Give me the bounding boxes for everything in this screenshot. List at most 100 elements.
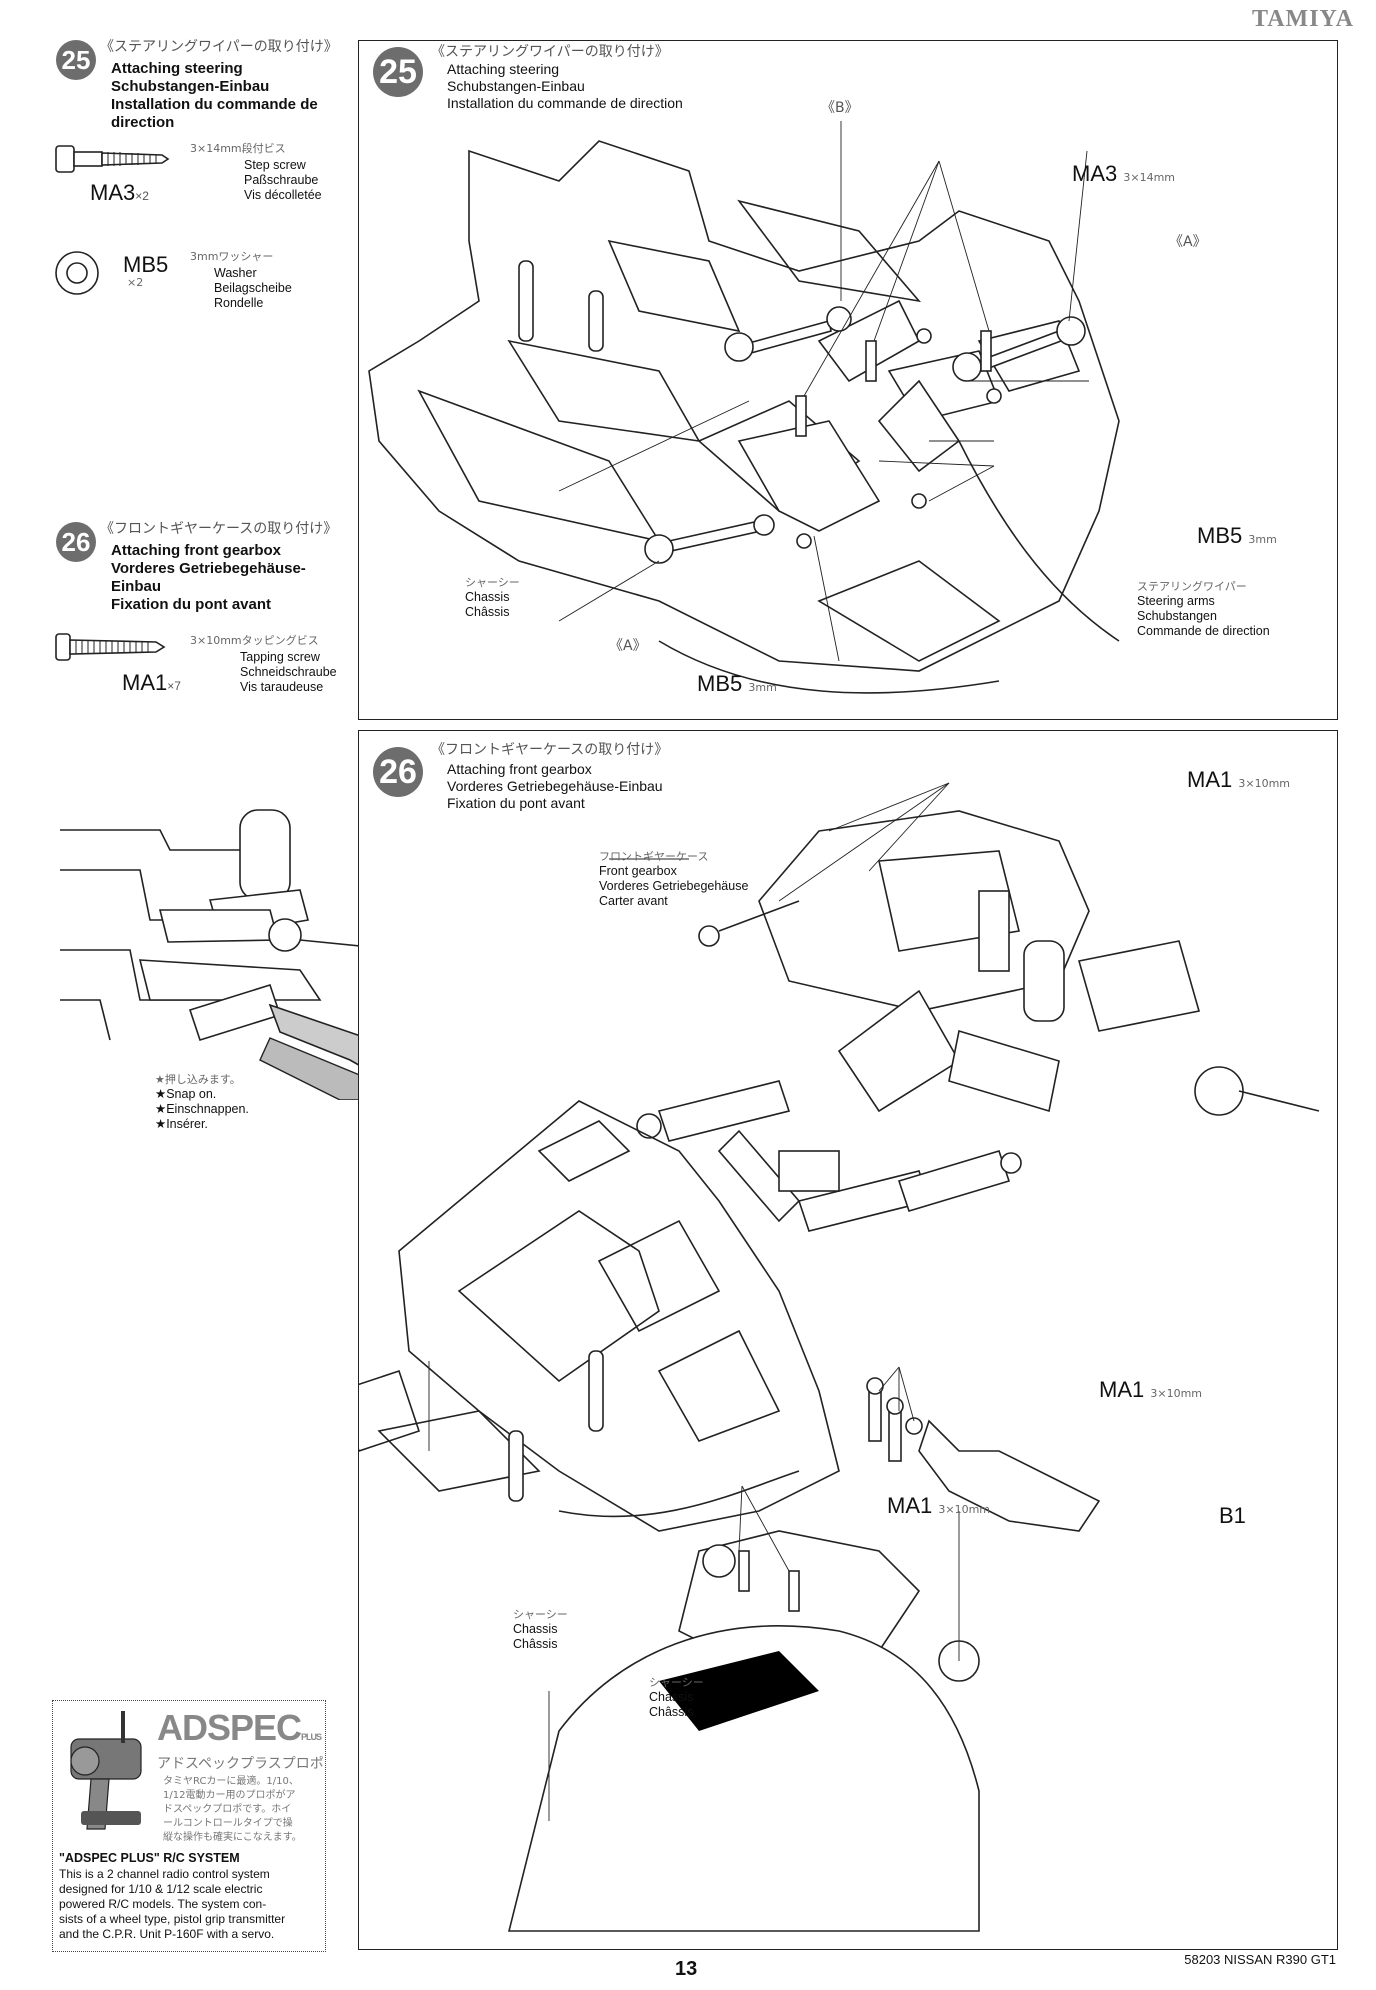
ma1-code: MA1×7 [122,670,181,696]
callout-size: 3mm [1248,533,1277,546]
label-en: Chassis [465,590,510,604]
panel-25-title: Attaching steering Schubstangen-Einbau I… [447,61,683,112]
label-en: Chassis [649,1690,694,1704]
label-a-left: 《A》 [609,638,647,654]
title-line: Vorderes Getriebegehäuse-Einbau [447,778,663,794]
title-line: Attaching steering [447,61,560,77]
snap-on-note: ★押し込みます。 ★Snap on. ★Einschnappen. ★Insér… [155,1072,249,1132]
washer-icon [55,251,99,295]
front-gearbox-label: フロントギヤーケース Front gearbox Vorderes Getrie… [599,849,748,909]
desc-en: Washer [214,266,257,280]
label-jp: フロントギヤーケース [599,850,709,863]
mb5-callout-bottom: MB5 3mm [697,671,777,697]
jp-line: タミヤRCカーに最適。1/10、 [163,1776,299,1787]
label-jp: シャーシー [649,1676,704,1689]
label-jp: シャーシー [513,1608,568,1621]
logo-plus: PLUS [301,1732,322,1742]
label-fr: Châssis [465,605,510,619]
b1-callout: B1 [1219,1503,1246,1528]
desc-fr: Vis décolletée [244,188,322,202]
body-line: powered R/C models. The system con- [59,1897,267,1911]
mb5-desc: Washer Beilagscheibe Rondelle [214,266,292,311]
label-jp: ステアリングワイパー [1137,580,1247,593]
step-25-title: Attaching steering Schubstangen-Einbau I… [111,60,351,132]
callout-code: MB5 [697,671,743,696]
logo-text: ADSPEC [157,1707,302,1748]
callout-size: 3×10mm [938,1503,991,1516]
desc-en: Tapping screw [240,650,320,664]
title-line: Fixation du pont avant [447,795,585,811]
title-line: Installation du commande de direction [447,95,683,111]
steering-arms-label: ステアリングワイパー Steering arms Schubstangen Co… [1137,579,1270,639]
title-line: Fixation du pont avant [111,596,271,613]
adspec-logo: ADSPECPLUS [157,1707,322,1749]
adspec-advert: ADSPECPLUS アドスペックプラスプロポ タミヤRCカーに最適。1/10、… [52,1700,326,1952]
tapping-screw-icon [55,633,166,661]
step-25-jp-title: 《ステアリングワイパーの取り付け》 [100,39,338,55]
label-en: Front gearbox [599,864,677,878]
ma1-callout-top: MA1 3×10mm [1187,767,1290,793]
callout-size: 3mm [748,681,777,694]
ma3-desc: Step screw Paßschraube Vis décolletée [244,158,322,203]
page-number: 13 [675,1958,698,1980]
snap-en: ★Snap on. [155,1087,217,1101]
chassis-label-2: シャーシー Chassis Châssis [649,1675,704,1720]
label-b: 《B》 [821,100,859,116]
ma1-callout-mid: MA1 3×10mm [1099,1377,1202,1403]
ma3-code: MA3×2 [90,180,149,206]
desc-en: Step screw [244,158,306,172]
callout-code: MA1 [1099,1377,1145,1402]
label-en: Steering arms [1137,594,1215,608]
title-line: Attaching steering [111,60,243,77]
jp-line: ールコントロールタイプで操 [163,1818,293,1829]
label-jp: シャーシー [465,576,520,589]
step-25-badge: 25 [56,40,96,80]
callout-code: MA1 [887,1493,933,1518]
label-fr: Châssis [513,1637,558,1651]
jp-line: 1/12電動カー用のプロポがア [163,1790,296,1801]
snap-de: ★Einschnappen. [155,1102,249,1116]
panel-26-jp-title: 《フロントギヤーケースの取り付け》 [431,742,669,758]
snap-jp: ★押し込みます。 [155,1073,241,1086]
step-25-panel: 25 《ステアリングワイパーの取り付け》 Attaching steering … [358,40,1338,720]
title-line: Attaching front gearbox [111,542,282,559]
label-fr: Châssis [649,1705,694,1719]
mb5-code: MB5 [123,252,169,277]
adspec-body: This is a 2 channel radio control system… [59,1867,321,1942]
label-de: Schubstangen [1137,609,1217,623]
step-26-jp-title: 《フロントギヤーケースの取り付け》 [100,521,338,537]
panel-26-title: Attaching front gearbox Vorderes Getrieb… [447,761,663,812]
desc-de: Schneidschraube [240,665,337,679]
chassis-label-1: シャーシー Chassis Châssis [513,1607,568,1652]
callout-size: 3×14mm [1123,171,1176,184]
label-fr: Carter avant [599,894,668,908]
front-gearbox-illustration [359,782,1320,1932]
label-en: Chassis [513,1622,558,1636]
callout-code: MA1 [1187,767,1233,792]
chassis-label: シャーシー Chassis Châssis [465,575,520,620]
callout-size: 3×10mm [1150,1387,1203,1400]
step-26-badge: 26 [56,522,96,562]
label-de: Vorderes Getriebegehäuse [599,879,749,893]
mb5-jp: 3mmワッシャー [190,250,274,263]
desc-de: Paßschraube [244,173,319,187]
body-line: This is a 2 channel radio control system [59,1867,270,1881]
panel-26-badge: 26 [373,747,423,797]
footer-model-code: 58203 NISSAN R390 GT1 [1184,1952,1336,1967]
mb5-callout-right: MB5 3mm [1197,523,1277,549]
title-line: Vorderes Getriebegehäuse- [111,560,306,577]
part-code: MA1 [122,670,168,695]
body-line: designed for 1/10 & 1/12 scale electric [59,1882,263,1896]
adspec-title: "ADSPEC PLUS" R/C SYSTEM [59,1851,240,1865]
title-line: Einbau [111,578,162,595]
desc-fr: Rondelle [214,296,264,310]
step-26-title: Attaching front gearbox Vorderes Getrieb… [111,542,351,614]
ma1-callout-left: MA1 3×10mm [887,1493,990,1519]
callout-code: MB5 [1197,523,1243,548]
adspec-jp-text: タミヤRCカーに最適。1/10、 1/12電動カー用のプロポがア ドスペックプロ… [163,1775,302,1845]
ma3-callout: MA3 3×14mm [1072,161,1175,187]
mb5-qty: ×2 [127,276,144,289]
part-qty: ×2 [135,189,149,203]
brand-logo: TAMIYA [1251,6,1354,32]
part-code: MA3 [90,180,136,205]
